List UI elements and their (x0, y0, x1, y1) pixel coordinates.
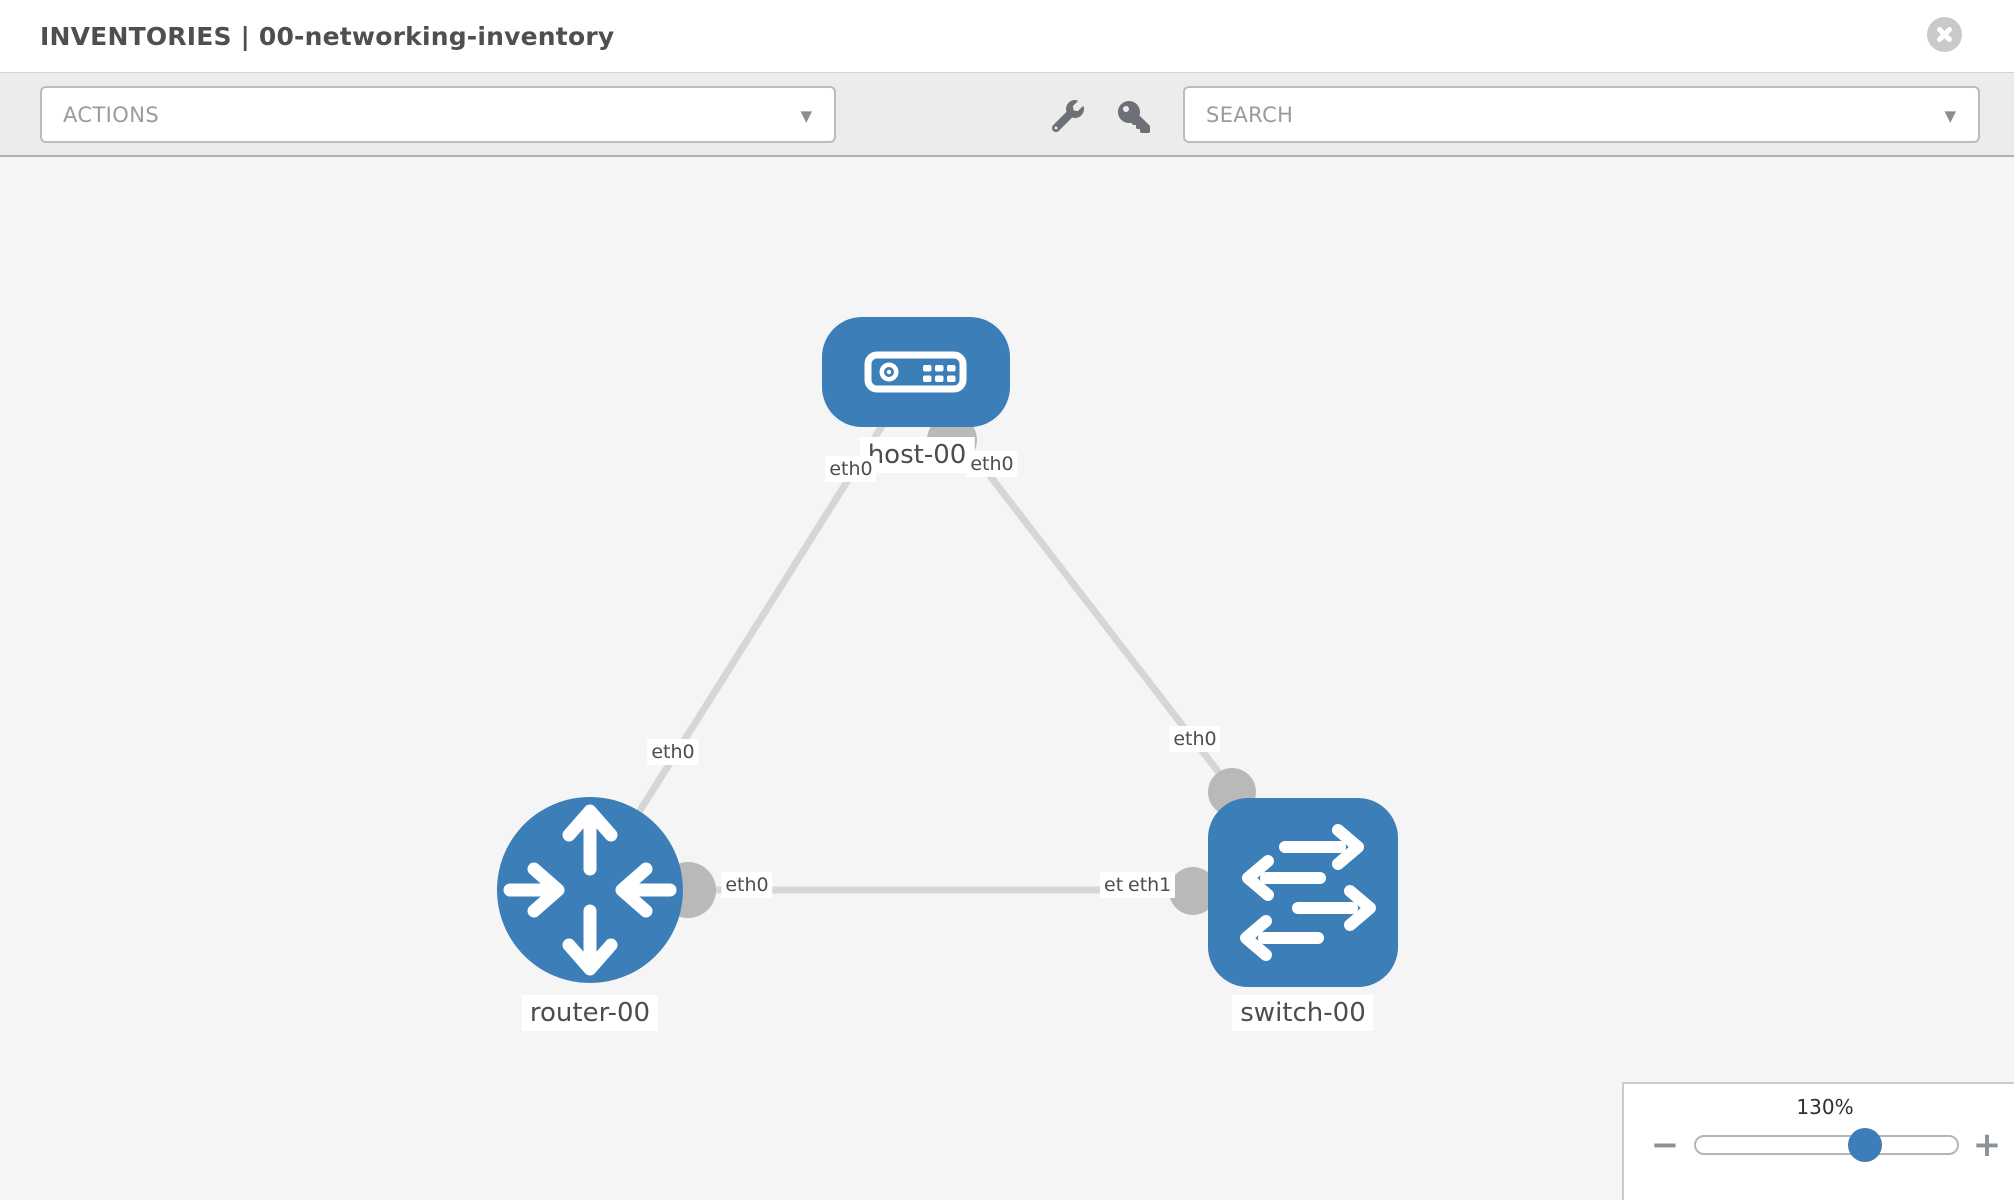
node-switch-00[interactable] (1208, 798, 1398, 987)
topology-graph (497, 317, 1398, 987)
interface-ports (660, 415, 1256, 918)
iface-label-switch-eth0: eth0 (1169, 726, 1221, 752)
chevron-down-icon: ▼ (800, 107, 812, 125)
zoom-control-panel: 130% − + (1622, 1082, 2014, 1200)
wrench-icon (1051, 100, 1084, 133)
actions-dropdown[interactable]: ACTIONS ▼ (40, 86, 836, 143)
close-button[interactable] (1927, 17, 1962, 52)
host-node-shape[interactable] (822, 317, 1010, 427)
node-label-switch: switch-00 (1232, 995, 1374, 1031)
page-title: INVENTORIES | 00-networking-inventory (40, 21, 615, 51)
zoom-out-button[interactable]: − (1650, 1125, 1680, 1165)
router-icon (503, 804, 677, 976)
iface-label-host-eth0-right: eth0 (966, 451, 1018, 477)
zoom-slider-thumb[interactable] (1848, 1128, 1882, 1162)
search-input[interactable] (1185, 88, 1978, 141)
switch-node-shape[interactable] (1208, 798, 1398, 987)
search-dropdown: ▼ (1183, 86, 1980, 143)
port-switch-eth1[interactable] (1169, 867, 1217, 915)
node-router-00[interactable] (497, 797, 683, 983)
header: INVENTORIES | 00-networking-inventory (0, 0, 2014, 72)
actions-dropdown-label: ACTIONS (63, 102, 160, 127)
switch-icon (1240, 824, 1376, 961)
host-icon (864, 351, 967, 393)
zoom-slider-track[interactable] (1694, 1135, 1959, 1155)
iface-label-host-eth0-left: eth0 (825, 456, 877, 482)
key-button[interactable] (1118, 101, 1150, 133)
iface-label-switch-eth1: eth1 (1124, 872, 1176, 898)
iface-label-router-host-eth0: eth0 (647, 739, 699, 765)
node-label-host: host-00 (859, 437, 975, 473)
key-icon (1118, 101, 1150, 133)
wrench-button[interactable] (1051, 100, 1084, 133)
topology-canvas[interactable]: host-00 router-00 switch-00 eth0 eth0 et… (0, 157, 2014, 1200)
node-label-router: router-00 (521, 995, 659, 1031)
zoom-in-button[interactable]: + (1972, 1125, 2002, 1165)
zoom-level-value: 130% (1796, 1095, 1854, 1119)
router-node-shape[interactable] (497, 797, 683, 983)
chevron-down-icon: ▼ (1944, 107, 1956, 125)
iface-label-router-switch-eth0: eth0 (721, 872, 773, 898)
node-host-00[interactable] (822, 317, 1010, 427)
toolbar: ACTIONS ▼ ▼ (0, 72, 2014, 157)
